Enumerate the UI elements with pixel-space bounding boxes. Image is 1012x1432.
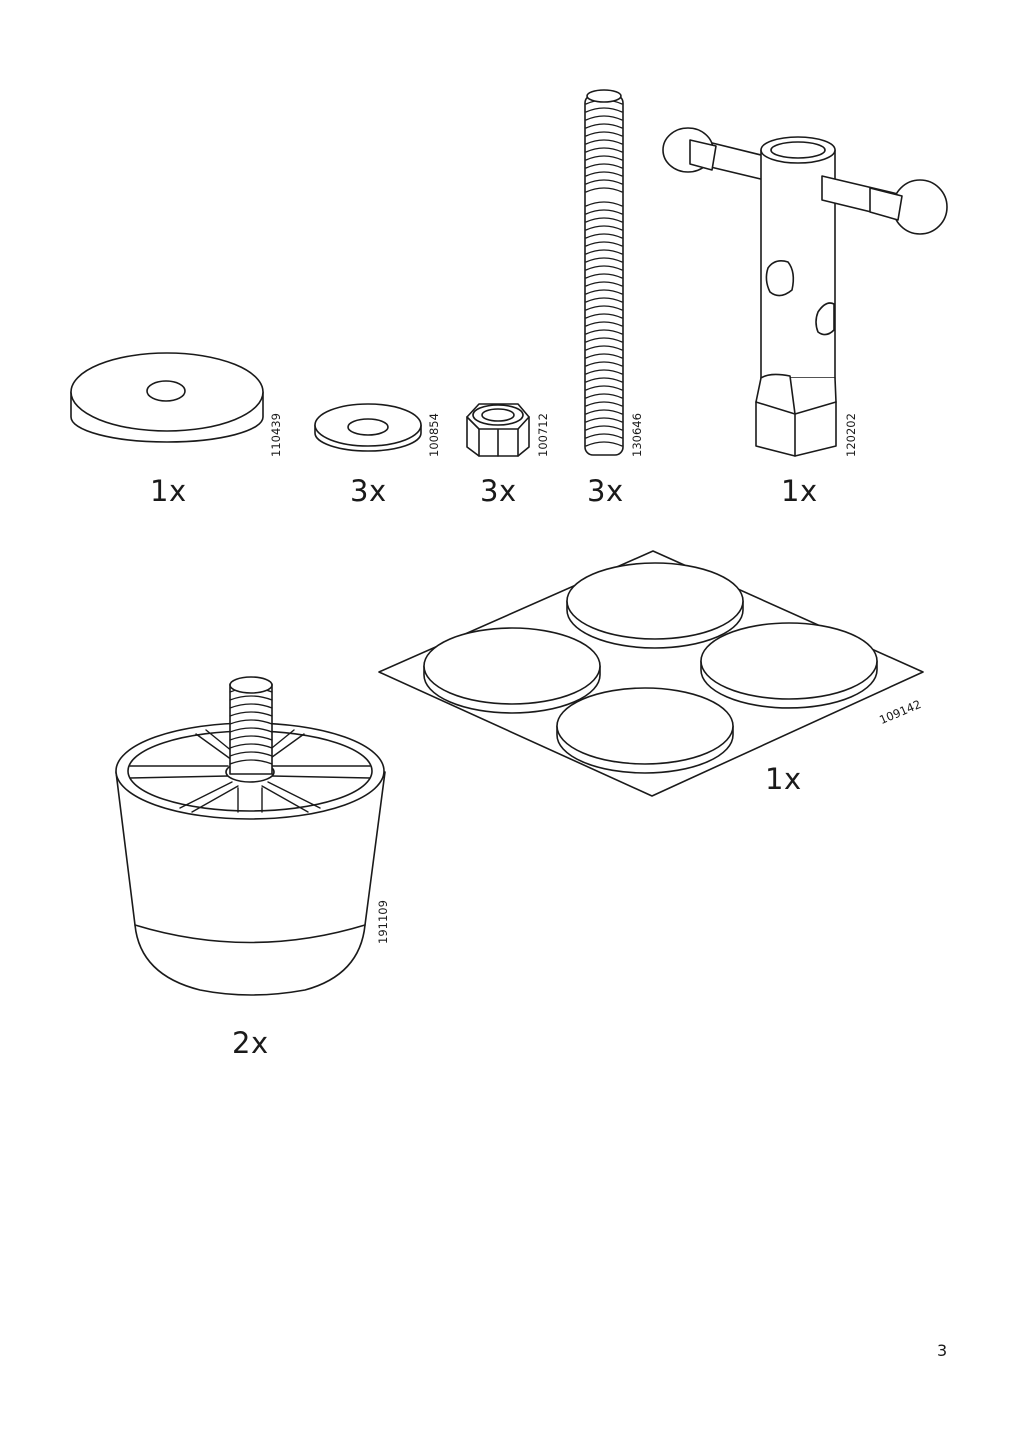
washer-drawing xyxy=(314,403,422,452)
quantity-label: 3x xyxy=(350,474,387,508)
quantity-label: 3x xyxy=(587,474,624,508)
quantity-label: 2x xyxy=(232,1026,269,1060)
furniture-leg-drawing xyxy=(115,676,386,996)
base-disc-drawing xyxy=(70,352,264,443)
quantity-label: 3x xyxy=(480,474,517,508)
article-number: 110439 xyxy=(269,413,283,457)
threaded-rod-drawing xyxy=(584,89,624,456)
hex-nut-drawing xyxy=(466,403,530,457)
article-number: 100712 xyxy=(536,413,550,457)
felt-pad-sheet-drawing xyxy=(378,550,924,797)
article-number: 191109 xyxy=(376,900,390,944)
page-number: 3 xyxy=(937,1341,948,1360)
article-number: 100854 xyxy=(427,413,441,457)
quantity-label: 1x xyxy=(781,474,818,508)
quantity-label: 1x xyxy=(150,474,187,508)
socket-wrench-drawing xyxy=(662,127,948,457)
article-number: 130646 xyxy=(630,413,644,457)
quantity-label: 1x xyxy=(765,762,802,796)
article-number: 120202 xyxy=(844,413,858,457)
